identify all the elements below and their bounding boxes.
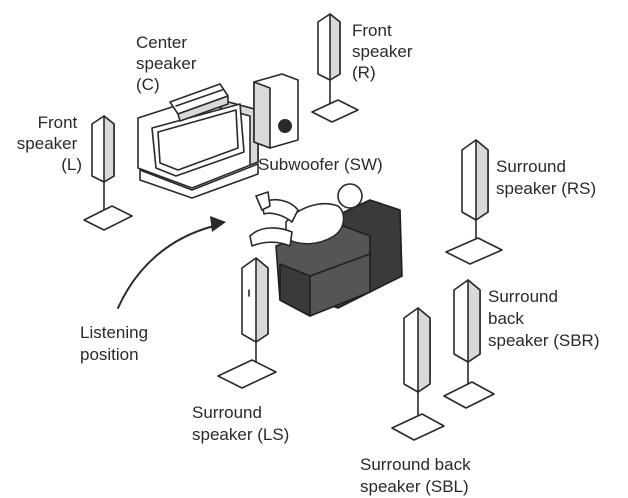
surround-back-left-speaker-icon <box>391 307 445 441</box>
center-speaker-label: Center speaker (C) <box>136 33 201 94</box>
front-right-speaker-label: Front speaker (R) <box>352 21 417 82</box>
listening-position-label: Listening position <box>80 323 153 364</box>
front-left-speaker-label: Front speaker (L) <box>17 113 82 174</box>
curved-arrow-icon <box>117 216 226 309</box>
center-speaker-icon <box>169 83 229 122</box>
subwoofer-label: Subwoofer (SW) <box>258 155 383 174</box>
listener-icon <box>249 183 363 247</box>
front-left-speaker-icon <box>83 115 133 231</box>
front-right-speaker-icon <box>311 13 359 123</box>
tv-icon <box>137 95 259 199</box>
surround-back-right-speaker-icon <box>443 279 495 409</box>
surround-back-right-speaker-label: Surround back speaker (SBR) <box>488 287 599 350</box>
surround-left-speaker-label: Surround speaker (LS) <box>192 403 289 444</box>
surround-right-speaker-label: Surround speaker (RS) <box>496 157 596 198</box>
subwoofer-icon <box>253 73 299 149</box>
surround-right-speaker-icon <box>445 139 503 265</box>
surround-back-left-speaker-label: Surround back speaker (SBL) <box>360 455 475 496</box>
surround-left-speaker-icon <box>217 257 277 389</box>
